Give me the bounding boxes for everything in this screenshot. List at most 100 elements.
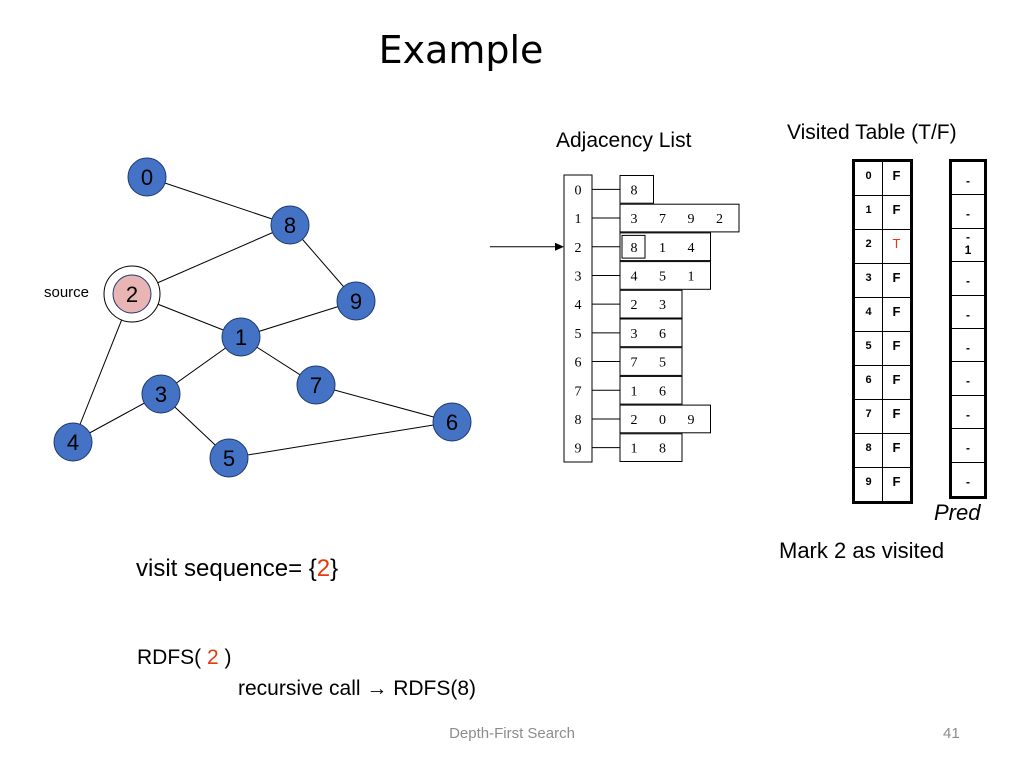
visited-index: 9: [853, 467, 883, 503]
graph-edge-9-1: [240, 300, 357, 338]
pred-cell: -: [952, 162, 984, 196]
node-label: 7: [310, 373, 322, 398]
visit-sequence-suffix: }: [330, 555, 339, 582]
node-label: 5: [223, 446, 235, 471]
adjacency-index: 0: [575, 183, 582, 198]
visited-value: F: [882, 297, 912, 332]
adjacency-neighbor: 6: [659, 384, 666, 399]
node-circle: [270, 205, 310, 245]
node-label: 1: [235, 325, 247, 350]
adjacency-neighbor: 1: [631, 442, 638, 457]
visit-sequence: visit sequence= {2}: [136, 555, 338, 583]
pred-label: Pred: [934, 500, 981, 525]
adjacency-neighbor: 2: [631, 298, 638, 313]
node-label: 0: [141, 165, 153, 190]
adjacency-neighbor: 6: [659, 327, 666, 342]
adjacency-neighbor: 5: [659, 269, 666, 284]
adjacency-row-5: 5 3 6: [575, 318, 683, 348]
adjacency-neighbor: 3: [631, 327, 638, 342]
graph-edge-7-6: [315, 384, 453, 423]
adjacency-neighbor: 5: [659, 356, 666, 371]
adjacency-list-box: [619, 375, 683, 405]
graph-edge-0-8: [146, 176, 291, 226]
adjacency-index-column: [563, 174, 593, 463]
adjacency-index: 7: [575, 384, 582, 399]
adjacency-neighbor: 8: [631, 183, 638, 198]
pred-cell: -: [952, 329, 984, 363]
pred-cell: -: [952, 296, 984, 329]
visit-sequence-value: 2: [316, 555, 331, 582]
visited-index: 2: [853, 229, 883, 264]
recursive-call: recursive call → RDFS(8): [238, 677, 477, 700]
pred-cell: -: [952, 195, 984, 229]
footer-title: Depth-First Search: [449, 725, 575, 742]
node-label: 2: [126, 282, 138, 307]
adjacency-index: 4: [575, 298, 582, 313]
visited-index: 3: [853, 263, 883, 298]
adjacency-index: 5: [575, 327, 582, 342]
adjacency-index: 9: [575, 442, 582, 457]
visited-index: 5: [853, 331, 883, 366]
graph-node-6: 6: [432, 402, 472, 442]
graph-node-3: 3: [141, 374, 181, 414]
adjacency-list-box: [619, 318, 683, 348]
node-circle: [127, 157, 167, 197]
adjacency-neighbor: 7: [631, 356, 638, 371]
source-label: source: [44, 284, 90, 301]
visited-value: F: [882, 263, 912, 298]
adjacency-list-box: [619, 433, 683, 462]
visited-value: F: [882, 365, 912, 400]
adjacency-neighbor: 2: [631, 413, 638, 428]
visited-value: F: [882, 433, 912, 468]
adjacency-neighbor: 8: [659, 442, 666, 457]
adjacency-index: 2: [575, 241, 582, 256]
graph-node-8: 8: [270, 205, 310, 245]
graph-node-7: 7: [296, 365, 336, 405]
visited-value: F: [882, 195, 912, 230]
adjacency-list-box: [619, 347, 683, 376]
adjacency-list-box: [619, 289, 683, 319]
node-label: 6: [446, 410, 458, 435]
pred-cell: -: [966, 474, 970, 489]
adjacency-list-box: [619, 203, 740, 233]
call-prefix: RDFS(: [137, 646, 207, 669]
adjacency-neighbor: 3: [631, 212, 638, 227]
node-circle: [53, 422, 93, 462]
visited-index: 0: [853, 160, 883, 196]
graph-node-1: 1: [221, 317, 261, 357]
visited-index: 4: [853, 297, 883, 332]
graph-node-9: 9: [336, 281, 376, 321]
visit-sequence-prefix: visit sequence= {: [136, 555, 317, 582]
visited-value: F: [882, 331, 912, 366]
node-circle: [221, 317, 261, 357]
pointer-arrow-head: [555, 242, 564, 251]
node-label: 8: [284, 213, 296, 238]
adjacency-neighbor: 4: [688, 241, 695, 256]
visited-index: 1: [853, 195, 883, 230]
adjacency-list-title: Adjacency List: [556, 129, 692, 152]
adjacency-index: 1: [575, 212, 582, 227]
node-label: 9: [350, 289, 362, 314]
visited-index: 7: [853, 399, 883, 434]
adjacency-highlight: [621, 234, 646, 259]
visited-index: 8: [853, 433, 883, 468]
visited-value: F: [882, 399, 912, 434]
adjacency-list-box: [619, 404, 711, 434]
visited-index: 6: [853, 365, 883, 400]
graph-edge-8-2: [131, 224, 291, 295]
adjacency-neighbor: 0: [659, 413, 666, 428]
visited-value: F: [882, 160, 912, 196]
